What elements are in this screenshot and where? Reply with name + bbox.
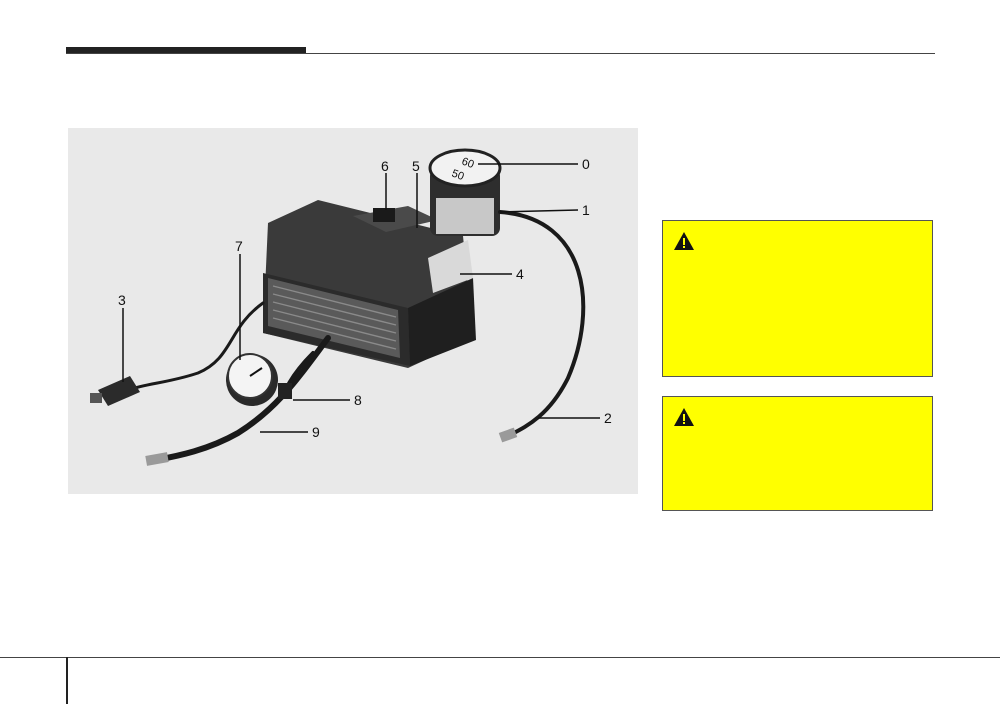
callout-6: 6 <box>381 158 389 174</box>
sealant-bottle-icon: 60 50 <box>428 148 502 236</box>
callout-5: 5 <box>412 158 420 174</box>
callout-leaders <box>122 163 600 433</box>
gauge-text-50: 50 <box>450 168 466 183</box>
warning-triangle-icon <box>674 232 694 250</box>
warning-triangle-icon <box>674 408 694 426</box>
callout-7: 7 <box>235 238 243 254</box>
hose-connector-icon <box>145 427 518 466</box>
header-rule <box>66 53 935 54</box>
footer-rule <box>0 657 1000 658</box>
callout-1: 1 <box>582 202 590 218</box>
callout-4: 4 <box>516 266 524 282</box>
pressure-gauge-icon <box>226 353 292 406</box>
callout-9: 9 <box>312 424 320 440</box>
kit-illustration: 60 50 <box>90 148 612 466</box>
compressor-icon <box>263 200 476 368</box>
warning-box-1 <box>662 220 933 377</box>
footer-divider <box>66 657 68 704</box>
warning-box-2 <box>662 396 933 511</box>
power-plug-icon <box>90 376 140 406</box>
gauge-text-60: 60 <box>460 156 476 171</box>
callout-8: 8 <box>354 392 362 408</box>
header-rule-thick <box>66 47 306 54</box>
callout-3: 3 <box>118 292 126 308</box>
hoses <box>126 210 586 463</box>
callout-2: 2 <box>604 410 612 426</box>
tire-mobility-kit-figure: 60 50 <box>68 128 638 494</box>
callout-0: 0 <box>582 156 590 172</box>
